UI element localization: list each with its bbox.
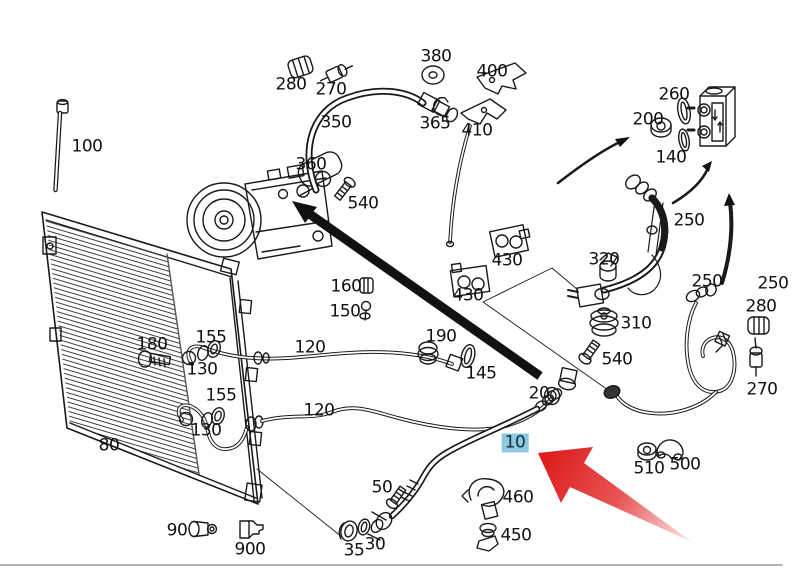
part-140-oring: [678, 128, 690, 152]
part-155-rings-lower: [201, 407, 225, 428]
part-label-100-0[interactable]: 100: [71, 136, 103, 157]
part-label-130-30[interactable]: 130: [190, 420, 222, 441]
part-350-hose: [297, 87, 459, 194]
curved-arrows: [556, 137, 735, 285]
part-label-155-29[interactable]: 155: [205, 385, 237, 406]
part-label-260-18[interactable]: 260: [658, 84, 690, 105]
part-35-seal: [338, 520, 358, 542]
part-label-365-5[interactable]: 365: [419, 113, 451, 134]
black-callout-arrow: [292, 201, 543, 380]
part-250-hose-upper: [567, 174, 669, 308]
part-410-bracket: [460, 98, 507, 125]
part-320-sensor: [599, 252, 618, 282]
part-365-clip: [432, 96, 450, 117]
part-280-cap-right: [747, 316, 770, 335]
part-label-250-20[interactable]: 250: [673, 210, 705, 231]
part-label-30-40[interactable]: 30: [364, 534, 386, 555]
part-270-valve-top: [319, 64, 354, 83]
part-510-nut: [637, 442, 657, 461]
part-90-sensor: [188, 520, 218, 538]
part-compressor: [186, 163, 333, 260]
part-270-valve-right: [749, 337, 763, 377]
part-180-bolt: [137, 350, 172, 368]
part-900-connector: [239, 520, 264, 539]
part-50-bolt: [385, 485, 407, 510]
part-label-200-17[interactable]: 200: [632, 109, 664, 130]
part-450-clip: [476, 522, 499, 552]
part-label-20-34[interactable]: 20: [528, 383, 550, 404]
part-label-320-14[interactable]: 320: [588, 249, 620, 270]
part-80-condenser: [41, 211, 263, 505]
part-label-50-38[interactable]: 50: [371, 477, 393, 498]
part-430-clamp-upper: [488, 224, 531, 258]
part-label-160-12[interactable]: 160: [330, 276, 362, 297]
part-120-pipe-lower: [176, 397, 553, 451]
part-160-cap: [359, 277, 374, 294]
part-label-10-41[interactable]: 10: [501, 433, 529, 453]
leader-lines: [256, 267, 609, 538]
part-100-rod: [53, 98, 69, 193]
part-label-510-44[interactable]: 510: [633, 458, 665, 479]
part-label-280-23[interactable]: 280: [745, 296, 777, 317]
part-500-clamp: [656, 439, 684, 461]
part-label-80-35[interactable]: 80: [98, 435, 120, 456]
part-label-250-22[interactable]: 250: [757, 273, 789, 294]
part-460-clamp: [461, 478, 505, 520]
part-label-410-7[interactable]: 410: [461, 120, 493, 141]
part-label-540-9[interactable]: 540: [347, 193, 379, 214]
part-label-120-28[interactable]: 120: [294, 337, 326, 358]
part-540-bolt-lower: [578, 339, 601, 365]
part-label-90-36[interactable]: 90: [166, 520, 188, 541]
part-label-150-13[interactable]: 150: [329, 301, 361, 322]
part-label-500-45[interactable]: 500: [669, 454, 701, 475]
part-200-nut: [650, 117, 672, 138]
part-120-pipe-upper: [181, 344, 464, 372]
part-label-270-2[interactable]: 270: [315, 79, 347, 100]
part-150-valve: [359, 300, 372, 321]
part-310-grommet: [589, 307, 619, 337]
part-540-bolt-upper: [333, 176, 356, 201]
part-label-145-33[interactable]: 145: [465, 363, 497, 384]
part-400-bracket: [476, 62, 527, 95]
part-label-430-11[interactable]: 430: [452, 285, 484, 306]
part-label-270-24[interactable]: 270: [746, 379, 778, 400]
part-label-35-39[interactable]: 35: [343, 540, 365, 561]
part-label-130-27[interactable]: 130: [186, 359, 218, 380]
part-410-pipe: [445, 124, 472, 248]
part-label-360-8[interactable]: 360: [295, 154, 327, 175]
part-280-cap-top: [287, 55, 314, 79]
part-label-180-25[interactable]: 180: [136, 334, 168, 355]
part-label-380-4[interactable]: 380: [420, 46, 452, 67]
part-label-400-6[interactable]: 400: [476, 61, 508, 82]
part-430-clamp-lower: [449, 262, 491, 298]
red-callout-arrow: [538, 447, 692, 542]
part-label-350-3[interactable]: 350: [320, 112, 352, 133]
part-190-grommet: [417, 341, 439, 365]
part-label-250-21[interactable]: 250: [691, 271, 723, 292]
part-label-900-37[interactable]: 900: [234, 539, 266, 560]
part-label-120-31[interactable]: 120: [303, 400, 335, 421]
part-label-280-1[interactable]: 280: [275, 74, 307, 95]
part-155-rings-upper: [197, 340, 221, 361]
part-label-450-43[interactable]: 450: [500, 525, 532, 546]
part-label-460-42[interactable]: 460: [502, 487, 534, 508]
part-label-540-16[interactable]: 540: [601, 349, 633, 370]
part-145-oring: [460, 344, 476, 368]
part-label-310-15[interactable]: 310: [620, 313, 652, 334]
part-label-430-10[interactable]: 430: [491, 250, 523, 271]
part-label-140-19[interactable]: 140: [655, 147, 687, 168]
part-30-oring: [357, 518, 371, 536]
part-10-hose: [367, 366, 578, 541]
part-expansion-valve: [686, 86, 736, 147]
part-label-155-26[interactable]: 155: [195, 327, 227, 348]
part-250-hose-lower: [603, 283, 737, 416]
part-label-190-32[interactable]: 190: [425, 326, 457, 347]
part-380-grommet: [421, 65, 445, 85]
part-260-oring: [676, 97, 692, 125]
